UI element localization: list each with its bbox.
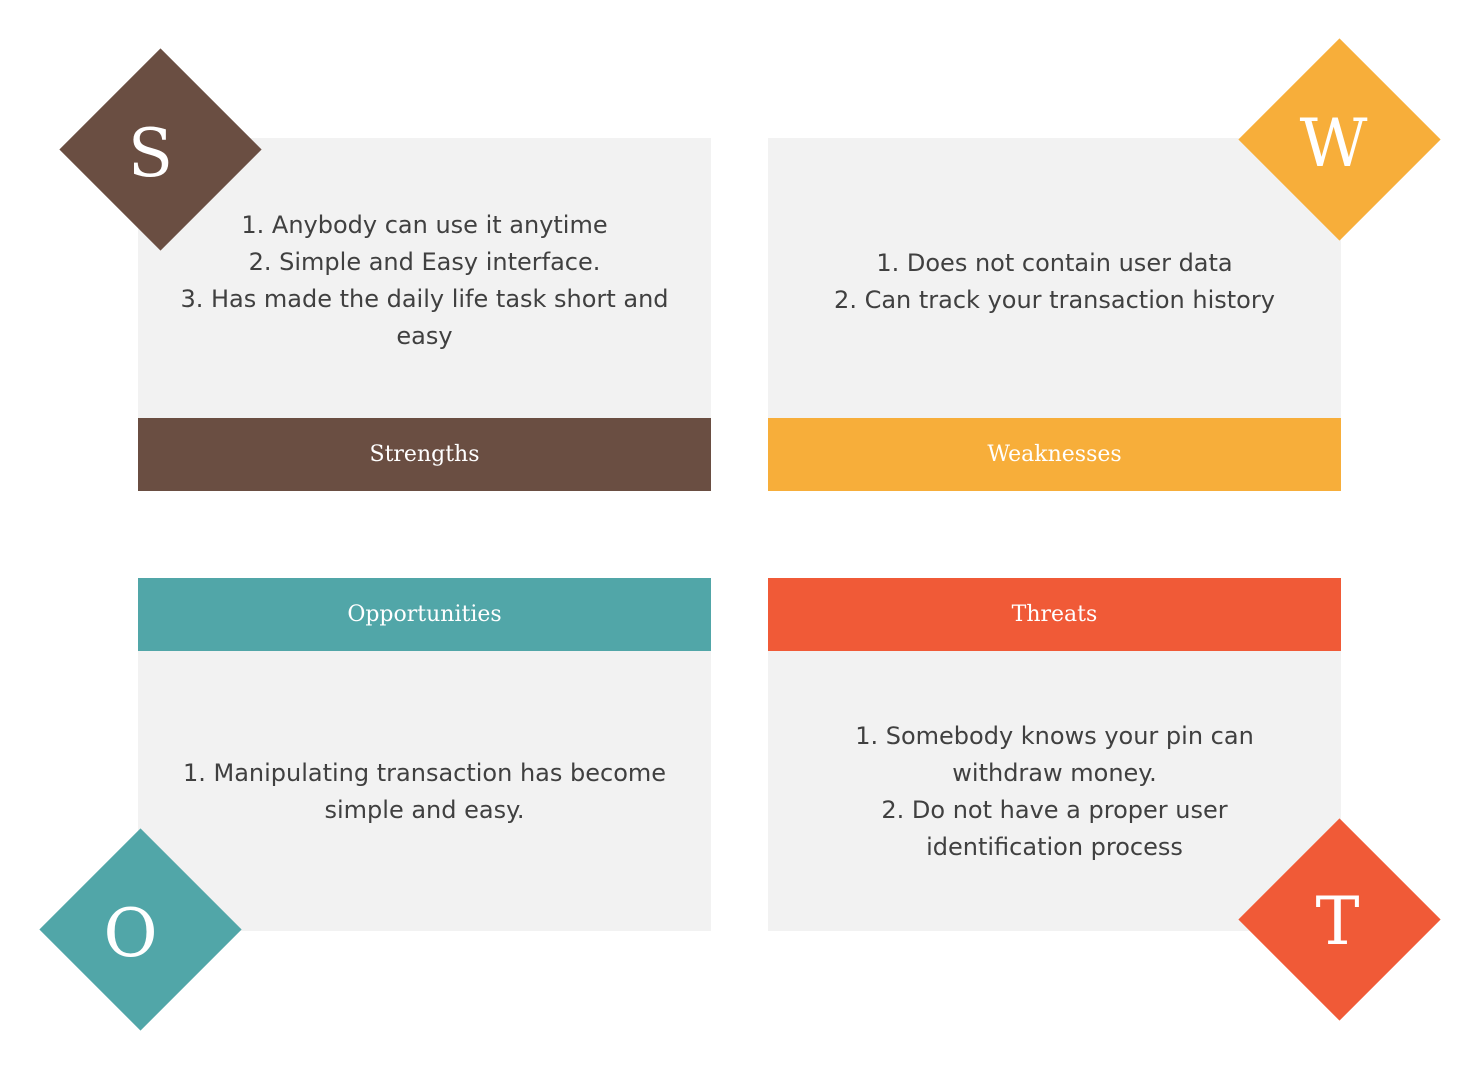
- weaknesses-line-2: 2. Can track your transaction history: [834, 286, 1275, 314]
- opportunities-title-bar: Opportunities: [138, 578, 711, 651]
- threats-line-2: withdraw money.: [952, 759, 1157, 787]
- strengths-line-2: 2. Simple and Easy interface.: [248, 248, 601, 276]
- strengths-text: 1. Anybody can use it anytime 2. Simple …: [138, 207, 711, 355]
- weaknesses-line-1: 1. Does not contain user data: [876, 249, 1233, 277]
- opportunities-line-2: simple and easy.: [324, 796, 525, 824]
- opportunities-card: 1. Manipulating transaction has become s…: [138, 651, 711, 931]
- threats-letter: T: [1315, 883, 1360, 960]
- weaknesses-text: 1. Does not contain user data 2. Can tra…: [768, 245, 1341, 319]
- opportunities-line-1: 1. Manipulating transaction has become: [182, 759, 667, 787]
- weaknesses-card: 1. Does not contain user data 2. Can tra…: [768, 138, 1341, 418]
- threats-line-4: identification process: [926, 833, 1183, 861]
- threats-title-bar: Threats: [768, 578, 1341, 651]
- threats-line-3: 2. Do not have a proper user: [881, 796, 1228, 824]
- strengths-line-3: 3. Has made the daily life task short an…: [180, 285, 669, 313]
- weaknesses-title-bar: Weaknesses: [768, 418, 1341, 491]
- strengths-line-4: easy: [396, 322, 453, 350]
- threats-line-1: 1. Somebody knows your pin can: [855, 722, 1254, 750]
- strengths-card: 1. Anybody can use it anytime 2. Simple …: [138, 138, 711, 418]
- strengths-title-bar: Strengths: [138, 418, 711, 491]
- opportunities-letter: O: [103, 895, 158, 972]
- threats-text: 1. Somebody knows your pin can withdraw …: [768, 718, 1341, 866]
- strengths-letter: S: [127, 115, 174, 192]
- opportunities-text: 1. Manipulating transaction has become s…: [138, 755, 711, 829]
- strengths-line-1: 1. Anybody can use it anytime: [241, 211, 608, 239]
- weaknesses-letter: W: [1299, 105, 1368, 182]
- threats-card: 1. Somebody knows your pin can withdraw …: [768, 651, 1341, 931]
